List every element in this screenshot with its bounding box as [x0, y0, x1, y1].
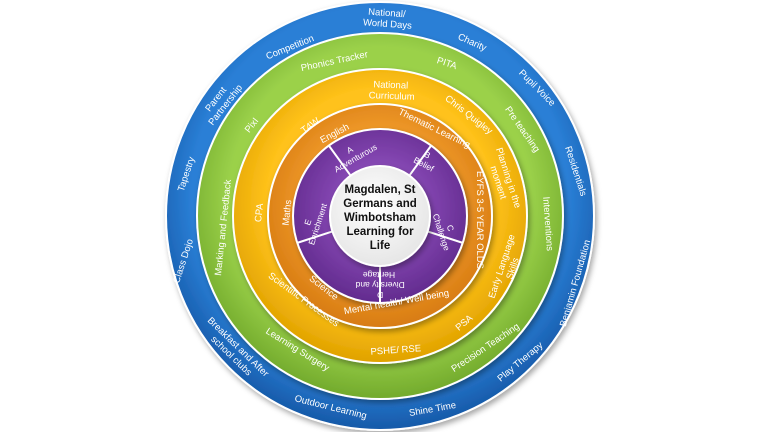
label-maths: Maths: [281, 199, 295, 226]
center-title: Magdalen, St Germans and Wimbotsham Lear…: [343, 184, 417, 252]
center-title-line: Germans and: [343, 198, 417, 210]
label-national-world-days: National/ World Days: [363, 6, 414, 31]
center-title-line: Life: [370, 240, 390, 252]
purple-divider-line: [296, 230, 333, 244]
label-cpa: CPA: [253, 202, 266, 223]
center-circle: [329, 165, 431, 267]
center-title-line: Wimbotsham: [344, 212, 416, 224]
label-national-curriculum: National Curriculum: [369, 79, 416, 103]
label-interventions: Interventions: [540, 196, 555, 251]
purple-divider-line: [408, 145, 432, 177]
label-diversity-heritage: D Diversity and Heritage: [353, 270, 405, 300]
purple-segment-dividers: [296, 145, 464, 303]
label-eyfs: EYFS 3-5 YEAR OLDS: [474, 171, 485, 269]
purple-divider-line: [427, 230, 464, 244]
purple-divider-line: [328, 145, 352, 177]
center-title-line: Magdalen, St: [345, 184, 416, 196]
label-pshe-rse: PSHE/ RSE: [370, 343, 421, 358]
center-title-line: Learning for: [346, 226, 414, 238]
